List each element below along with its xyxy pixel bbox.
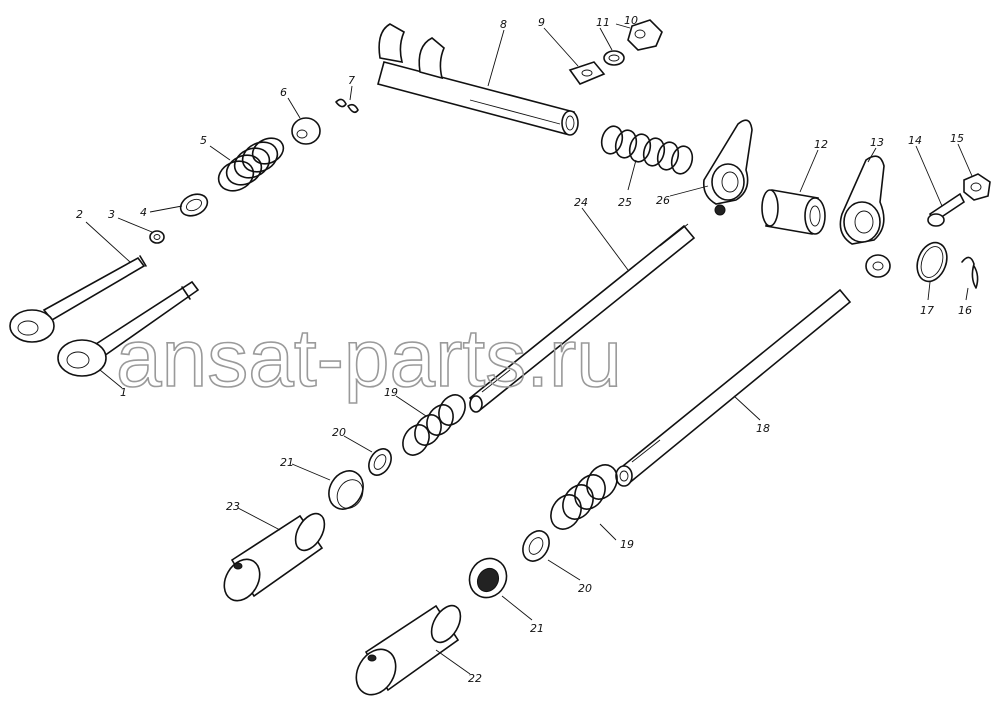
callout-12: 12 — [814, 138, 828, 151]
valve-cotter-3 — [149, 230, 165, 244]
tappet-23 — [223, 512, 326, 602]
callout-9: 9 — [538, 16, 545, 29]
spring-plate-6 — [291, 117, 321, 145]
callout-labels: 1 2 3 4 5 6 7 8 9 11 10 12 13 14 15 16 1… — [76, 14, 972, 685]
washer-11 — [603, 50, 625, 66]
rocker-bushing-12 — [761, 189, 826, 235]
valve-spring-5 — [217, 137, 285, 192]
ring-17 — [916, 241, 948, 283]
nut-21-lower — [468, 557, 508, 599]
callout-19-lower: 19 — [620, 538, 634, 551]
valve-2 — [9, 255, 147, 343]
callout-13: 13 — [870, 136, 884, 149]
callout-22: 22 — [468, 672, 482, 685]
spring-19-lower — [550, 464, 618, 530]
callout-21-lower: 21 — [530, 622, 544, 635]
lock-nut-15 — [963, 173, 991, 201]
washer-9 — [568, 61, 606, 85]
leader-lines — [85, 23, 973, 675]
callout-25: 25 — [618, 196, 632, 209]
rocker-shaft-8 — [377, 23, 579, 136]
callout-6: 6 — [280, 86, 287, 99]
callout-10: 10 — [624, 14, 638, 27]
callout-1: 1 — [120, 386, 127, 399]
callout-14: 14 — [908, 134, 922, 147]
washer-20-upper — [368, 448, 392, 476]
push-rod-24 — [468, 223, 696, 413]
callout-3: 3 — [108, 208, 115, 221]
callout-2: 2 — [76, 208, 83, 221]
adjusting-screw-14 — [927, 192, 966, 227]
callout-5: 5 — [200, 134, 207, 147]
callout-20-lower: 20 — [578, 582, 592, 595]
callout-8: 8 — [500, 18, 507, 31]
watermark-text: ansat-parts.ru — [116, 313, 622, 404]
rocker-arm-13 — [839, 155, 891, 278]
callout-21-upper: 21 — [280, 456, 294, 469]
callout-4: 4 — [140, 206, 147, 219]
callout-19-upper: 19 — [384, 386, 398, 399]
callout-24: 24 — [574, 196, 588, 209]
spring-19-upper — [402, 394, 466, 456]
callout-11: 11 — [596, 16, 610, 29]
spring-25 — [600, 125, 694, 175]
callout-17: 17 — [920, 304, 934, 317]
callout-18: 18 — [756, 422, 770, 435]
callout-20-upper: 20 — [332, 426, 346, 439]
valve-keeper-7 — [335, 98, 359, 114]
nut-10 — [627, 19, 663, 51]
tappet-22 — [355, 604, 462, 696]
push-rod-18 — [615, 288, 852, 487]
callout-26: 26 — [656, 194, 670, 207]
rocker-arm-26 — [702, 119, 753, 216]
spring-clip-16 — [961, 256, 979, 289]
nut-21-upper — [328, 470, 364, 510]
callout-7: 7 — [348, 74, 355, 87]
callout-15: 15 — [950, 132, 964, 145]
washer-20-lower — [522, 530, 550, 562]
callout-16: 16 — [958, 304, 972, 317]
valve-1 — [57, 280, 200, 377]
callout-23: 23 — [226, 500, 240, 513]
spring-washer-4 — [179, 193, 209, 217]
